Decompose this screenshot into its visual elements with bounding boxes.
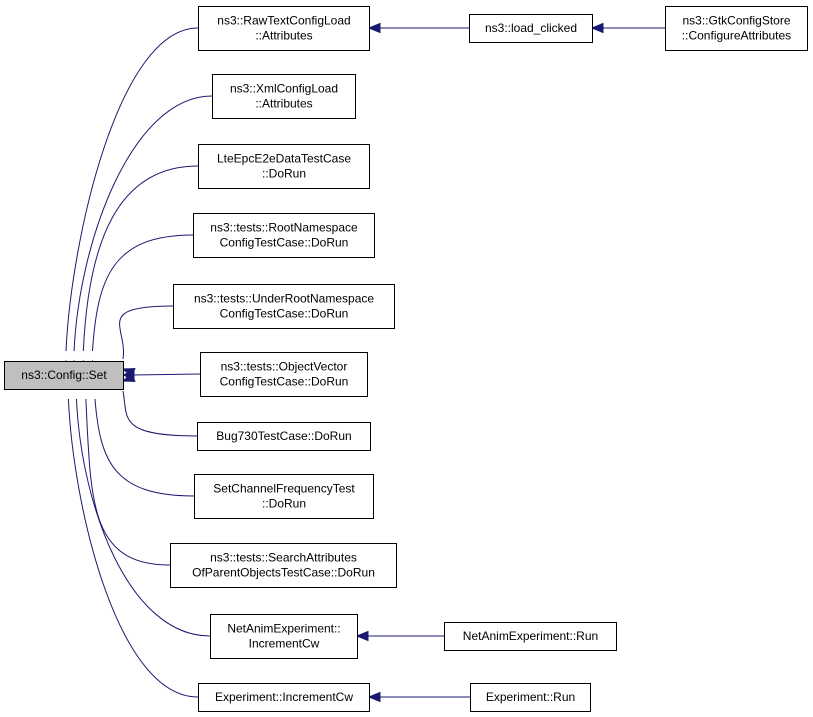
node-label: SetChannelFrequencyTest <box>213 482 355 496</box>
node-box-underroot-dorun[interactable] <box>173 284 395 329</box>
node-label: ns3::GtkConfigStore <box>682 14 790 28</box>
node-gtk-configure[interactable]: ns3::GtkConfigStore::ConfigureAttributes <box>665 6 808 51</box>
node-label: Experiment::IncrementCw <box>215 690 353 704</box>
node-box-lte-dorun[interactable] <box>198 144 370 189</box>
arrowhead-bug730-dorun-to-config-set <box>121 372 136 382</box>
edge-rawtext-attrs-to-config-set <box>65 27 199 352</box>
edge-exp-inccw-to-config-set <box>67 398 199 698</box>
node-setchan-dorun[interactable]: SetChannelFrequencyTest::DoRun <box>194 474 374 519</box>
node-label: Experiment::Run <box>486 690 575 704</box>
arrowhead-gtk-configure-to-load-clicked <box>590 22 604 34</box>
edge-underroot-dorun-to-config-set <box>119 305 174 360</box>
node-box-exp-inccw[interactable] <box>198 683 370 712</box>
node-label: ::DoRun <box>262 497 306 511</box>
node-label: ::Attributes <box>255 29 312 43</box>
node-label: ConfigTestCase::DoRun <box>220 236 349 250</box>
node-label: ns3::Config::Set <box>21 368 107 382</box>
edge-setchan-dorun-to-config-set <box>94 398 195 497</box>
node-objvec-dorun[interactable]: ns3::tests::ObjectVectorConfigTestCase::… <box>200 352 368 397</box>
node-rawtext-attrs[interactable]: ns3::RawTextConfigLoad::Attributes <box>198 6 370 51</box>
edge-xml-attrs-to-config-set <box>73 95 213 352</box>
edge-lte-dorun-to-config-set <box>82 165 199 352</box>
node-label: ns3::tests::ObjectVector <box>221 360 348 374</box>
node-box-netanim-inccw[interactable] <box>210 614 358 659</box>
node-bug730-dorun[interactable]: Bug730TestCase::DoRun <box>197 422 371 451</box>
node-label: NetAnimExperiment::Run <box>463 629 598 643</box>
node-label: IncrementCw <box>249 637 320 651</box>
node-rootns-dorun[interactable]: ns3::tests::RootNamespaceConfigTestCase:… <box>193 213 375 258</box>
node-label: OfParentObjectsTestCase::DoRun <box>192 566 375 580</box>
node-underroot-dorun[interactable]: ns3::tests::UnderRootNamespaceConfigTest… <box>173 284 395 329</box>
node-box-bug730-dorun[interactable] <box>197 422 371 451</box>
node-label: ns3::XmlConfigLoad <box>230 82 338 96</box>
node-label: ::ConfigureAttributes <box>682 29 791 43</box>
node-label: ConfigTestCase::DoRun <box>220 375 349 389</box>
node-box-objvec-dorun[interactable] <box>200 352 368 397</box>
edge-searchattr-dorun-to-config-set <box>85 398 171 566</box>
node-label: LteEpcE2eDataTestCase <box>217 152 351 166</box>
node-box-searchattr-dorun[interactable] <box>170 543 397 588</box>
node-label: ::Attributes <box>255 97 312 111</box>
node-box-rawtext-attrs[interactable] <box>198 6 370 51</box>
node-box-gtk-configure[interactable] <box>665 6 808 51</box>
node-box-load-clicked[interactable] <box>469 14 593 43</box>
node-label: Bug730TestCase::DoRun <box>216 429 351 443</box>
node-box-netanim-run[interactable] <box>444 622 617 651</box>
node-box-xml-attrs[interactable] <box>212 74 356 119</box>
edge-rootns-dorun-to-config-set <box>91 234 194 352</box>
arrowhead-load-clicked-to-rawtext-attrs <box>367 22 381 34</box>
node-exp-inccw[interactable]: Experiment::IncrementCw <box>198 683 370 712</box>
node-label: NetAnimExperiment:: <box>227 622 340 636</box>
node-netanim-inccw[interactable]: NetAnimExperiment::IncrementCw <box>210 614 358 659</box>
edge-objvec-dorun-to-config-set <box>132 373 201 376</box>
node-label: ns3::tests::UnderRootNamespace <box>194 292 374 306</box>
arrowhead-netanim-run-to-netanim-inccw <box>355 630 369 642</box>
node-label: ::DoRun <box>262 167 306 181</box>
edge-bug730-dorun-to-config-set <box>122 390 198 437</box>
node-label: ns3::tests::SearchAttributes <box>210 551 357 565</box>
edge-netanim-inccw-to-config-set <box>75 398 211 637</box>
node-label: ns3::load_clicked <box>485 21 577 35</box>
node-label: ns3::tests::RootNamespace <box>210 221 358 235</box>
node-label: ns3::RawTextConfigLoad <box>217 14 350 28</box>
node-box-rootns-dorun[interactable] <box>193 213 375 258</box>
node-lte-dorun[interactable]: LteEpcE2eDataTestCase::DoRun <box>198 144 370 189</box>
nodes-layer: ns3::Config::Set ns3::RawTextConfigLoad::… <box>4 6 808 712</box>
arrowhead-exp-run-to-exp-inccw <box>367 691 381 703</box>
node-xml-attrs[interactable]: ns3::XmlConfigLoad::Attributes <box>212 74 356 119</box>
node-config-set[interactable]: ns3::Config::Set <box>4 361 124 390</box>
node-box-exp-run[interactable] <box>470 683 591 712</box>
node-searchattr-dorun[interactable]: ns3::tests::SearchAttributesOfParentObje… <box>170 543 397 588</box>
node-exp-run[interactable]: Experiment::Run <box>470 683 591 712</box>
node-box-setchan-dorun[interactable] <box>194 474 374 519</box>
node-box-config-set[interactable] <box>4 361 124 390</box>
node-netanim-run[interactable]: NetAnimExperiment::Run <box>444 622 617 651</box>
node-load-clicked[interactable]: ns3::load_clicked <box>469 14 593 43</box>
node-label: ConfigTestCase::DoRun <box>220 307 349 321</box>
